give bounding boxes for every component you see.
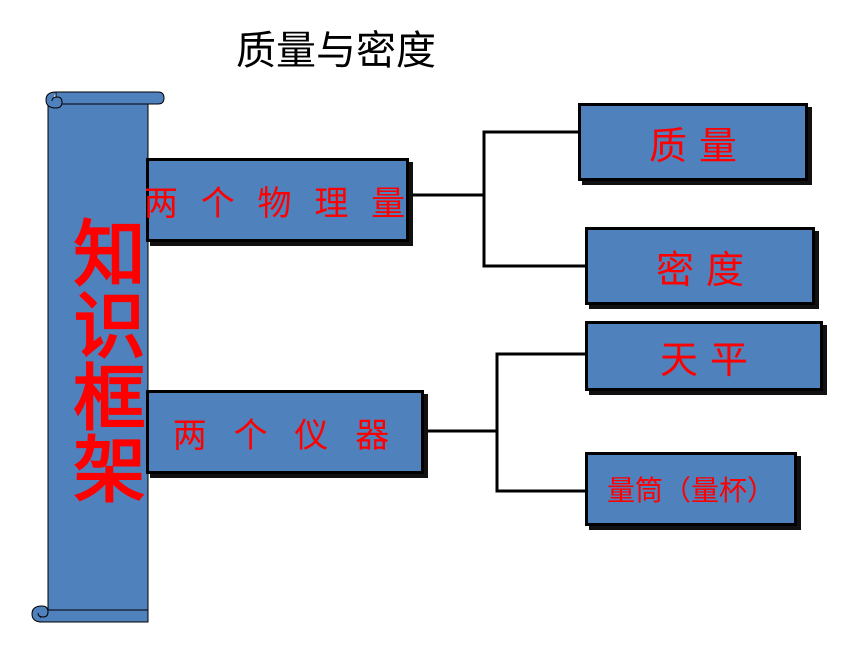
node-two-physical-quantities: 两 个 物 理 量 — [144, 158, 409, 242]
page-title: 质量与密度 — [236, 28, 436, 74]
node-mass: 质 量 — [578, 103, 808, 181]
scroll-label: 知识框架 — [61, 216, 145, 504]
node-measuring-cylinder: 量筒（量杯） — [585, 452, 797, 526]
node-balance: 天 平 — [585, 321, 823, 391]
connector-quantities-bracket — [482, 130, 585, 268]
connector-instruments-bracket — [495, 352, 585, 493]
node-two-instruments: 两 个 仪 器 — [146, 390, 424, 474]
node-density: 密 度 — [585, 227, 815, 305]
